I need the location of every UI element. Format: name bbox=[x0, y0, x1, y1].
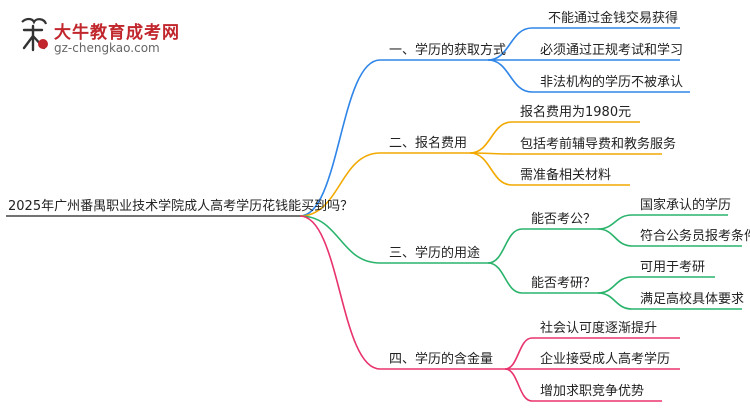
branch-1-item-2: 必须通过正规考试和学习 bbox=[540, 43, 684, 58]
connector-branch-4-item-1 bbox=[504, 337, 533, 370]
connector-branch-1-item-1 bbox=[487, 27, 533, 61]
branch-2-label: 二、报名费用 bbox=[389, 136, 468, 151]
site-logo[interactable]: 大牛教育成考网 gz-chengkao.com bbox=[16, 16, 246, 60]
branch-2-item-2: 包括考前辅导费和教务服务 bbox=[520, 137, 677, 152]
branch-3-label: 三、学历的用途 bbox=[389, 246, 481, 261]
connector-branch-3-sub-1-item-2 bbox=[597, 228, 633, 247]
connector-root-branch-2 bbox=[299, 152, 381, 217]
branch-3-sub-2-item-2: 满足高校具体要求 bbox=[640, 292, 745, 307]
connector-branch-3-sub-1-item-1 bbox=[597, 214, 633, 230]
branch-4-item-1: 社会认可度逐渐提升 bbox=[540, 321, 658, 336]
connector-branch-3-sub-2 bbox=[487, 262, 523, 294]
connector-branch-1-item-3 bbox=[487, 59, 533, 93]
branch-1-item-3: 非法机构的学历不被承认 bbox=[540, 75, 684, 90]
connector-branch-4-item-3 bbox=[504, 368, 533, 402]
bull-logo-icon bbox=[21, 17, 48, 52]
branch-2-item-1: 报名费用为1980元 bbox=[520, 105, 632, 120]
branch-3-sub-1-item-2: 符合公务员报考条件 bbox=[640, 229, 750, 244]
logo-site-name: 大牛教育成考网 bbox=[54, 23, 180, 43]
connector-branch-2-item-3 bbox=[469, 152, 513, 186]
connector-root-branch-3 bbox=[299, 215, 381, 264]
connector-branch-3-sub-2-item-1 bbox=[597, 276, 633, 294]
logo-site-url: gz-chengkao.com bbox=[54, 41, 160, 55]
branch-2-item-3: 需准备相关材料 bbox=[520, 168, 612, 183]
branch-3-sub-1-item-1: 国家承认的学历 bbox=[640, 198, 732, 213]
branch-4-item-2: 企业接受成人高考学历 bbox=[540, 352, 671, 367]
branch-1-item-1: 不能通过金钱交易获得 bbox=[548, 11, 679, 26]
branch-3-sub-1: 能否考公？ bbox=[531, 212, 597, 227]
connector-branch-2-item-1 bbox=[469, 121, 513, 154]
branch-3-sub-2: 能否考研？ bbox=[531, 276, 597, 291]
branch-3-sub-2-item-1: 可用于考研 bbox=[640, 260, 706, 275]
root-topic: 2025年广州番禺职业技术学院成人高考学历花钱能买到吗？ bbox=[8, 199, 354, 214]
branch-4-item-3: 增加求职竞争优势 bbox=[540, 384, 645, 399]
branch-4-label: 四、学历的含金量 bbox=[389, 352, 494, 367]
branch-1-label: 一、学历的获取方式 bbox=[389, 43, 507, 58]
connector-branch-3-sub-2-item-2 bbox=[597, 292, 633, 310]
connector-root-branch-1 bbox=[299, 59, 381, 217]
connector-branch-3-sub-1 bbox=[487, 228, 523, 264]
connector-root-branch-4 bbox=[299, 215, 381, 370]
